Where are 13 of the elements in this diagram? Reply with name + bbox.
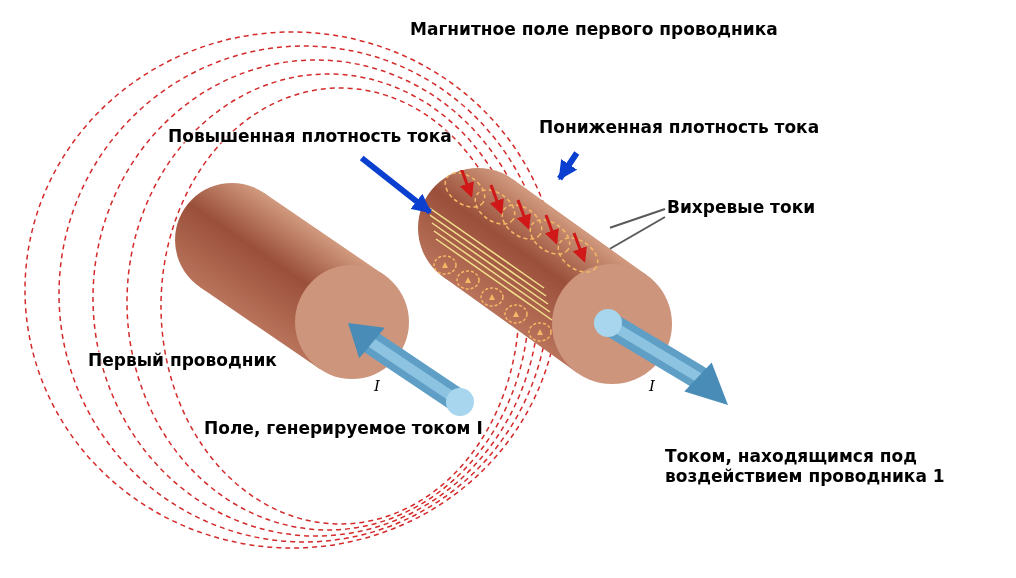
current-symbol: I [649, 377, 655, 395]
caption-text: Током, находящимся под воздействием проводника 1 [664, 446, 946, 486]
current-symbol: I [374, 377, 380, 395]
callout-text: Пониженная плотность тока [537, 117, 822, 137]
caption-text: Поле, генерируемое током I [203, 418, 484, 438]
caption-text: Первый проводник [87, 350, 278, 370]
callout-text: Вихревые токи [665, 197, 818, 217]
caption-text: Магнитное поле первого проводника [409, 19, 779, 39]
leader-line [609, 208, 666, 229]
callout-text: Повышенная плотность тока [166, 126, 454, 146]
arrow [359, 155, 432, 215]
arrow [557, 151, 580, 181]
leader-line [609, 216, 666, 250]
